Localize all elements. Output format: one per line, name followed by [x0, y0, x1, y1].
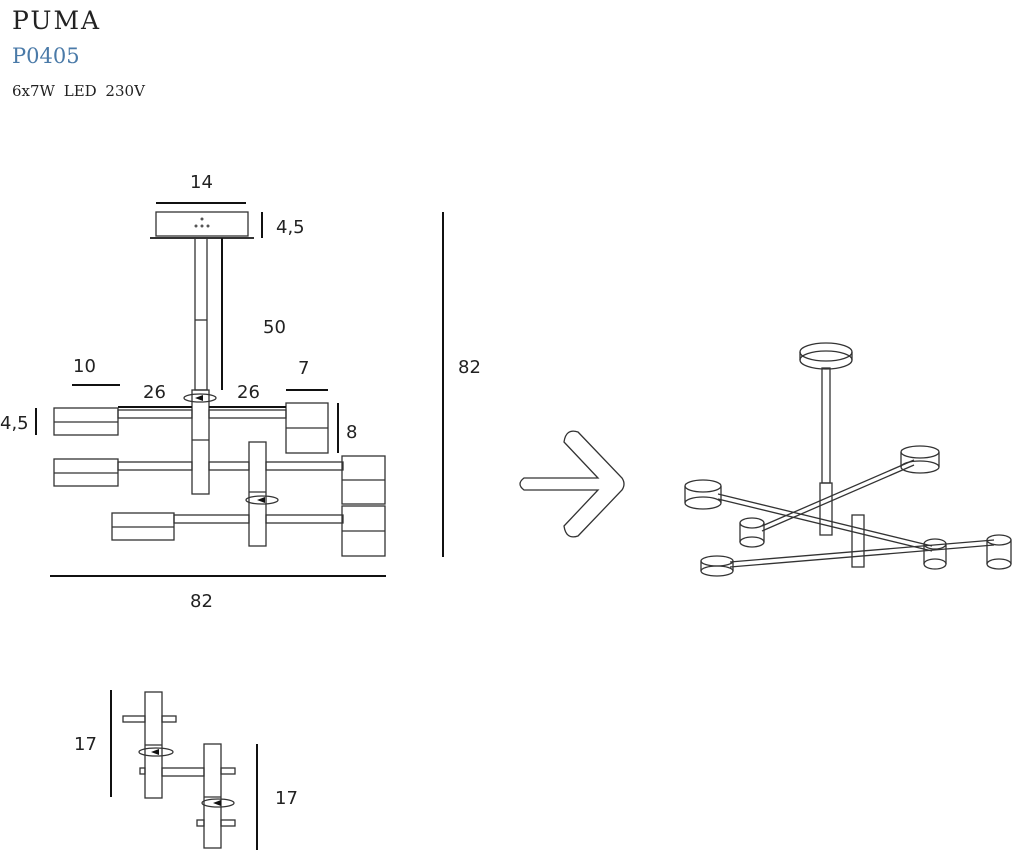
product-spec: 6x7W LED 230V — [12, 82, 145, 100]
dim-head-depth: 4,5 — [0, 413, 29, 434]
dim-arm-right: 26 — [237, 382, 260, 403]
dim-arm-left: 26 — [143, 382, 166, 403]
dim-node-a-height: 17 — [74, 734, 97, 755]
stem — [194, 237, 208, 391]
detail-view — [122, 691, 236, 849]
product-code: P0405 — [12, 44, 80, 68]
dim-head-width: 7 — [298, 358, 309, 379]
canopy — [155, 211, 249, 237]
dim-head-height: 8 — [346, 422, 357, 443]
product-name: PUMA — [12, 6, 102, 35]
hub-right — [248, 441, 267, 547]
dim-head-length: 10 — [73, 356, 96, 377]
dimension-lines — [35, 202, 444, 850]
hub-left — [191, 389, 210, 495]
dim-total-width: 82 — [190, 591, 213, 612]
dim-canopy-height: 4,5 — [276, 217, 305, 238]
perspective-view — [684, 342, 1012, 577]
dim-canopy-width: 14 — [190, 172, 213, 193]
dim-stem-length: 50 — [263, 317, 286, 338]
dim-node-b-height: 17 — [275, 788, 298, 809]
arrow-right-icon — [519, 430, 625, 538]
dim-total-height: 82 — [458, 357, 481, 378]
front-view — [53, 211, 386, 557]
